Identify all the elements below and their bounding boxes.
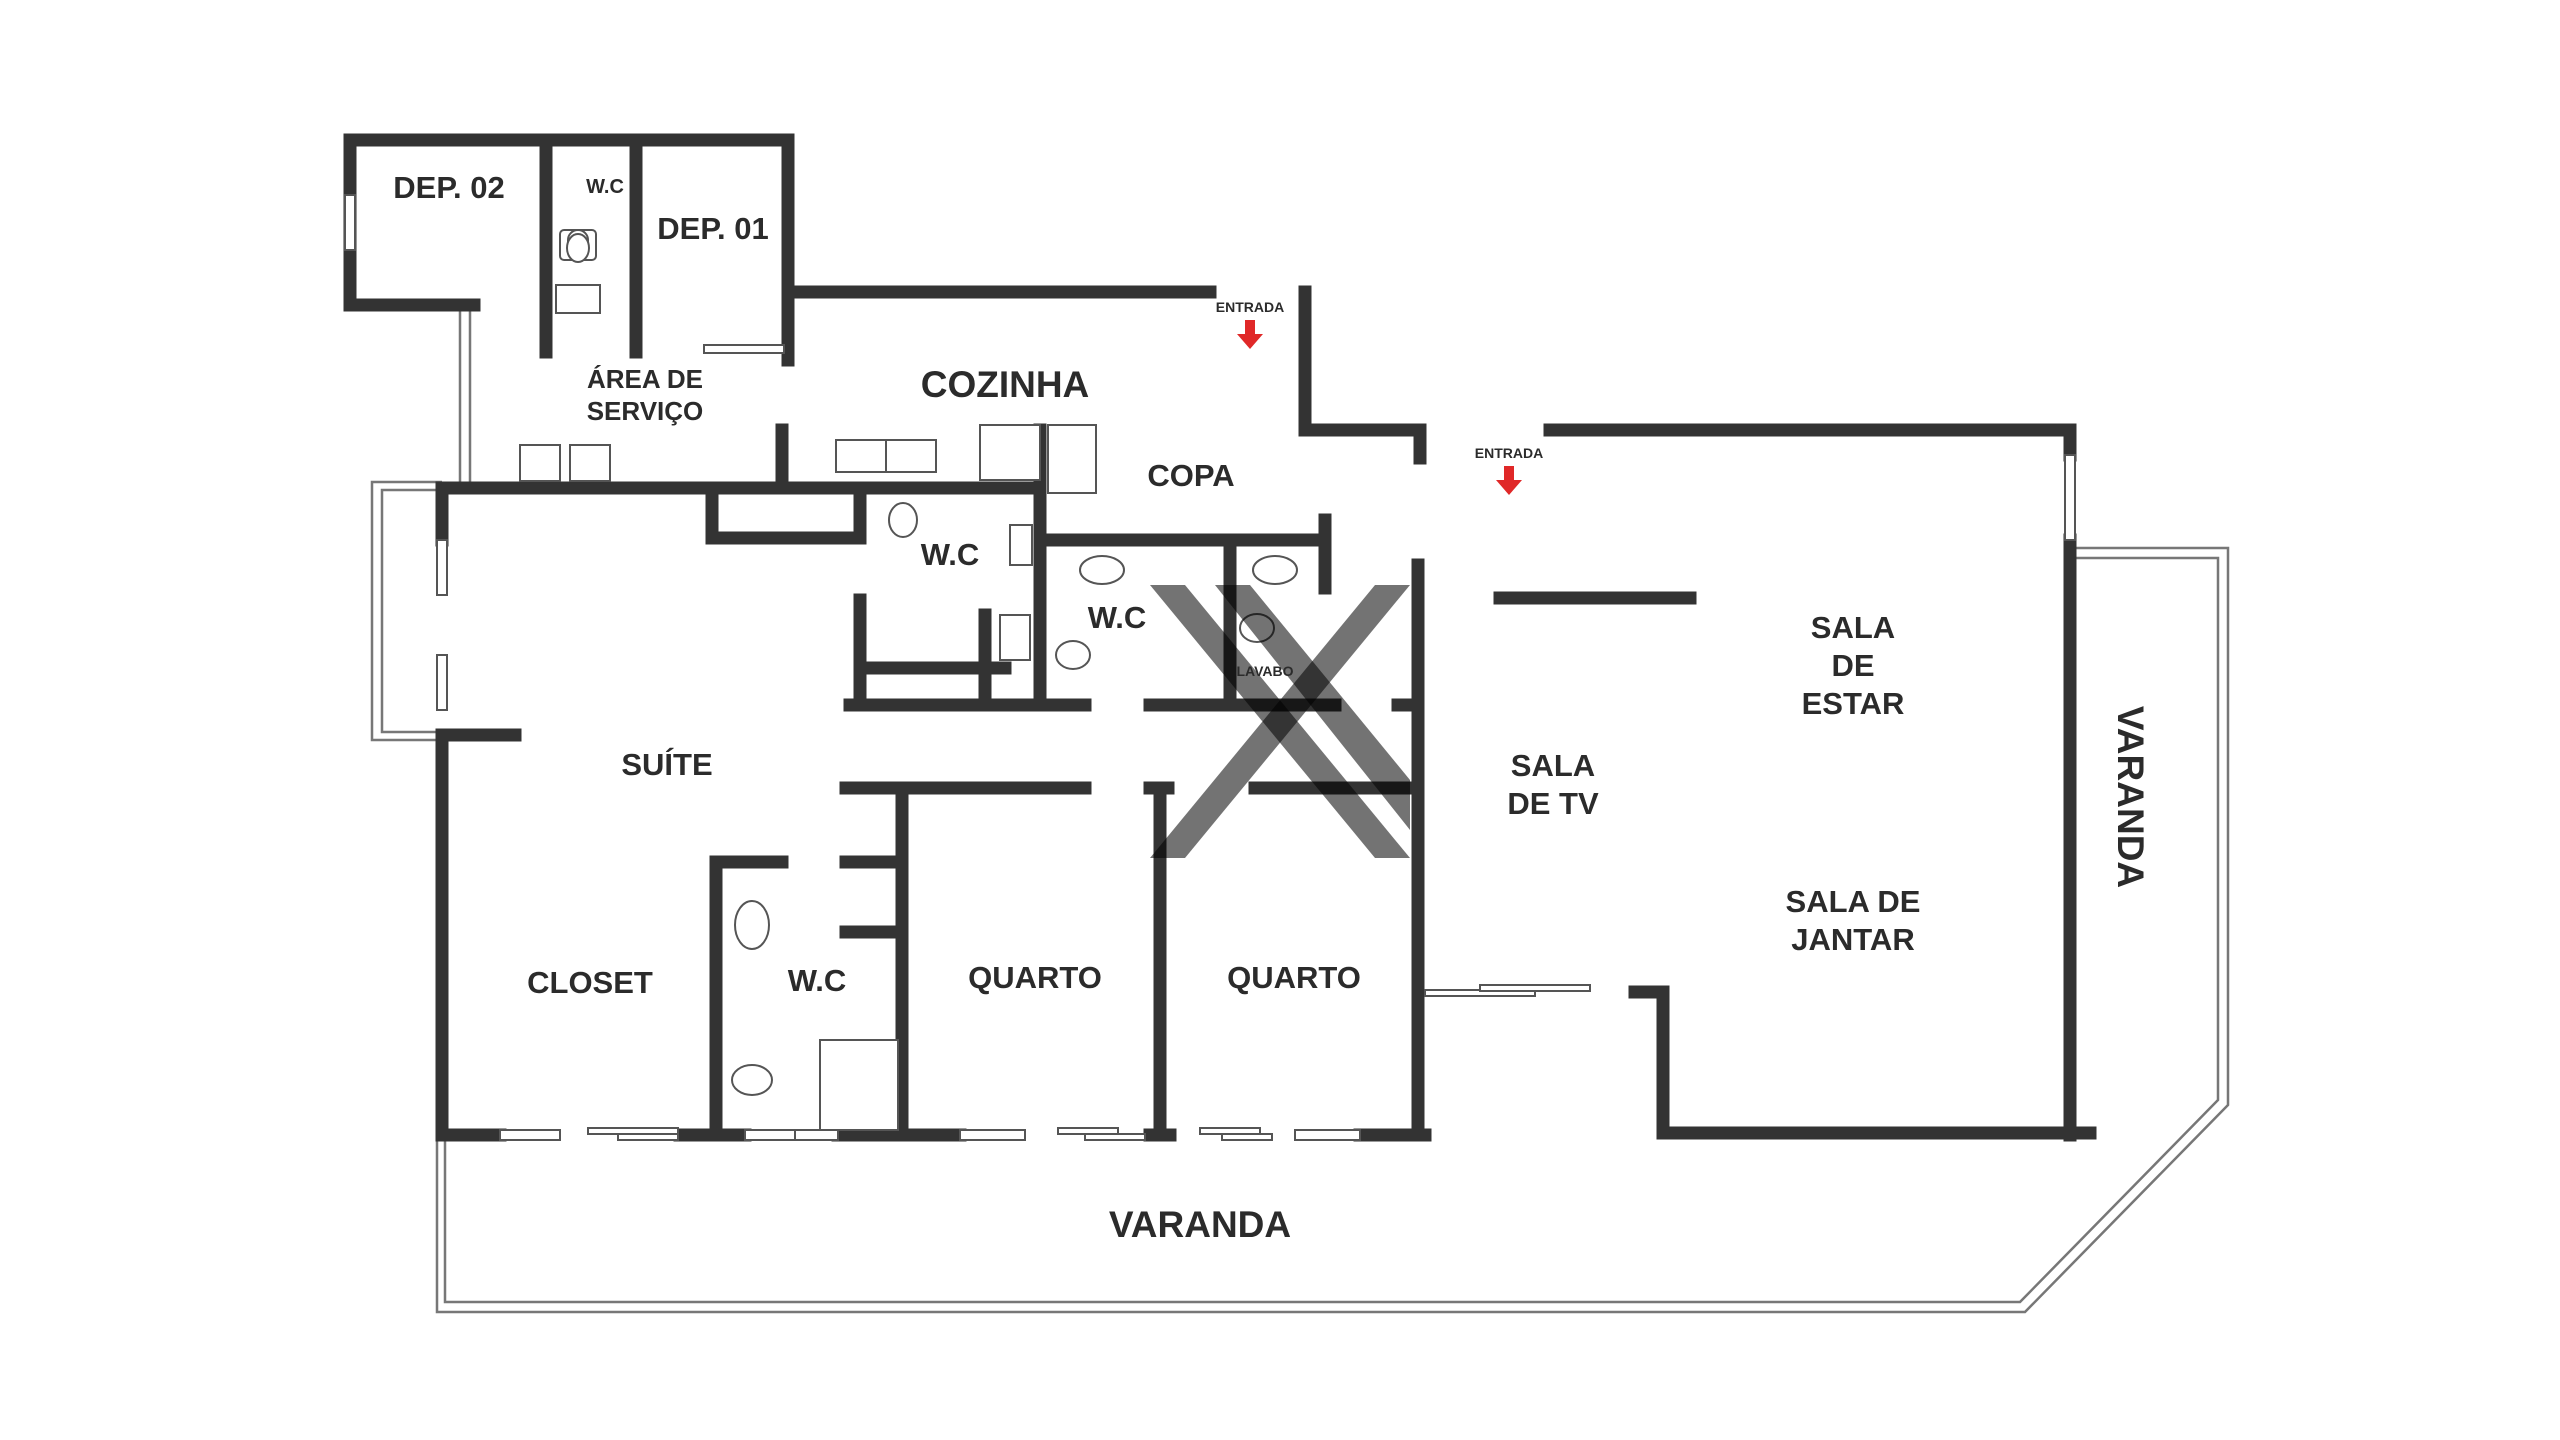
room-label-wc-center: W.C — [1088, 600, 1147, 635]
room-label-suite: SUÍTE — [621, 747, 712, 782]
room-label-dep01: DEP. 01 — [657, 211, 768, 246]
room-label-copa: COPA — [1147, 458, 1234, 493]
room-label-sala-estar-3: ESTAR — [1802, 686, 1905, 721]
room-label-dep02: DEP. 02 — [393, 170, 504, 205]
entrance-label-2: ENTRADA — [1475, 445, 1543, 461]
room-label-sala-jantar-2: JANTAR — [1791, 922, 1914, 957]
room-label-wc-suite-top: W.C — [921, 537, 980, 572]
room-label-varanda-bottom: VARANDA — [1109, 1204, 1291, 1245]
room-label-closet: CLOSET — [527, 965, 653, 1000]
walls — [343, 133, 2097, 1142]
room-label-area-servico-1: ÁREA DE — [587, 364, 703, 394]
room-label-sala-estar-1: SALA — [1811, 610, 1895, 645]
balcony-outline — [370, 310, 2230, 1314]
room-label-lavabo: LAVABO — [1236, 663, 1293, 679]
watermark-logo — [1150, 585, 1410, 858]
room-label-wc-service: W.C — [586, 176, 624, 198]
room-label-sala-tv-1: SALA — [1511, 748, 1595, 783]
room-label-wc-suite: W.C — [788, 963, 847, 998]
room-label-varanda-right: VARANDA — [2110, 706, 2151, 888]
room-label-quarto-2: QUARTO — [1227, 960, 1361, 995]
entrance-label-1: ENTRADA — [1216, 299, 1284, 315]
entrance-arrow-2: ENTRADA — [1475, 445, 1543, 495]
fixtures — [519, 229, 1298, 1131]
entrance-arrow-1: ENTRADA — [1216, 299, 1284, 349]
room-label-cozinha: COZINHA — [921, 364, 1090, 405]
room-label-area-servico-2: SERVIÇO — [587, 396, 704, 426]
room-label-sala-jantar-1: SALA DE — [1786, 884, 1921, 919]
room-label-sala-estar-2: DE — [1831, 648, 1874, 683]
room-label-sala-tv-2: DE TV — [1507, 786, 1599, 821]
windows — [344, 194, 2076, 1141]
room-label-quarto-1: QUARTO — [968, 960, 1102, 995]
